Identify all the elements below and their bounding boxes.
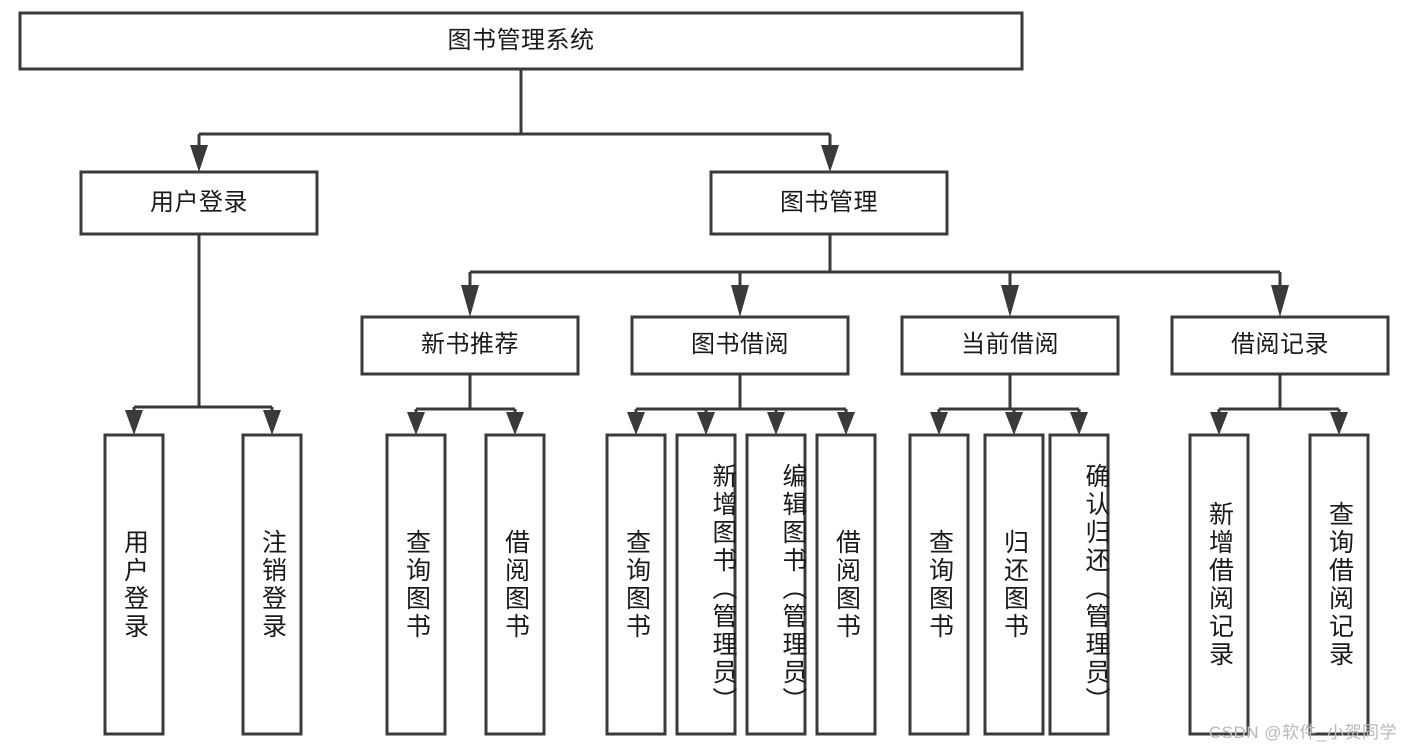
arrow-down-icon-leaf-user-logout <box>263 410 281 435</box>
node-box-borrow-records[interactable] <box>1170 315 1390 376</box>
node-box-leaf-query-book-recommend[interactable] <box>385 433 447 736</box>
node-box-leaf-query-book-borrow[interactable] <box>605 433 667 736</box>
arrow-down-icon-current-borrow <box>1001 285 1019 317</box>
arrow-down-icon-leaf-borrow-book <box>837 412 855 435</box>
node-box-leaf-borrow-book[interactable] <box>815 433 877 736</box>
arrow-down-icon-leaf-user-login <box>125 410 143 435</box>
node-box-leaf-query-book-current[interactable] <box>908 433 970 736</box>
node-box-leaf-query-borrow-record[interactable] <box>1308 433 1370 736</box>
arrow-down-icon-leaf-borrow-book-recommend <box>506 412 524 435</box>
arrow-down-icon-leaf-query-borrow-record <box>1330 412 1348 435</box>
arrow-down-icon-leaf-query-book-current <box>930 412 948 435</box>
arrow-down-icon-user-login <box>190 145 208 172</box>
arrow-down-icon-book-management <box>821 145 839 172</box>
node-box-leaf-edit-book-admin[interactable] <box>745 433 807 736</box>
arrow-down-icon-leaf-edit-book-admin <box>767 412 785 435</box>
arrow-down-icon-borrow-records <box>1271 285 1289 317</box>
node-box-user-login[interactable] <box>79 170 319 236</box>
arrow-down-icon-leaf-return-book <box>1005 412 1023 435</box>
node-box-leaf-user-logout[interactable] <box>241 433 303 736</box>
node-box-book-borrow[interactable] <box>630 315 850 376</box>
arrow-down-icon-leaf-query-book-borrow <box>627 412 645 435</box>
node-box-leaf-user-login[interactable] <box>103 433 165 736</box>
connector-layer <box>125 69 1348 435</box>
node-box-layer <box>18 11 1390 736</box>
node-box-root[interactable] <box>18 11 1024 71</box>
arrow-down-icon-leaf-confirm-return-admin <box>1070 412 1088 435</box>
node-box-leaf-add-book-admin[interactable] <box>675 433 737 736</box>
node-box-leaf-return-book[interactable] <box>983 433 1045 736</box>
node-box-current-borrow[interactable] <box>900 315 1120 376</box>
arrow-down-icon-leaf-add-borrow-record <box>1210 412 1228 435</box>
arrow-down-icon-leaf-add-book-admin <box>697 412 715 435</box>
arrow-down-icon-new-book-recommend <box>461 285 479 317</box>
node-box-leaf-add-borrow-record[interactable] <box>1188 433 1250 736</box>
arrow-down-icon-leaf-query-book-recommend <box>407 412 425 435</box>
node-box-book-management[interactable] <box>709 170 949 236</box>
node-box-leaf-borrow-book-recommend[interactable] <box>484 433 546 736</box>
node-box-leaf-confirm-return-admin[interactable] <box>1048 433 1110 736</box>
csdn-watermark: CSDN @软件_小贺同学 <box>1208 723 1397 742</box>
node-box-new-book-recommend[interactable] <box>360 315 580 376</box>
arrow-down-icon-book-borrow <box>731 285 749 317</box>
